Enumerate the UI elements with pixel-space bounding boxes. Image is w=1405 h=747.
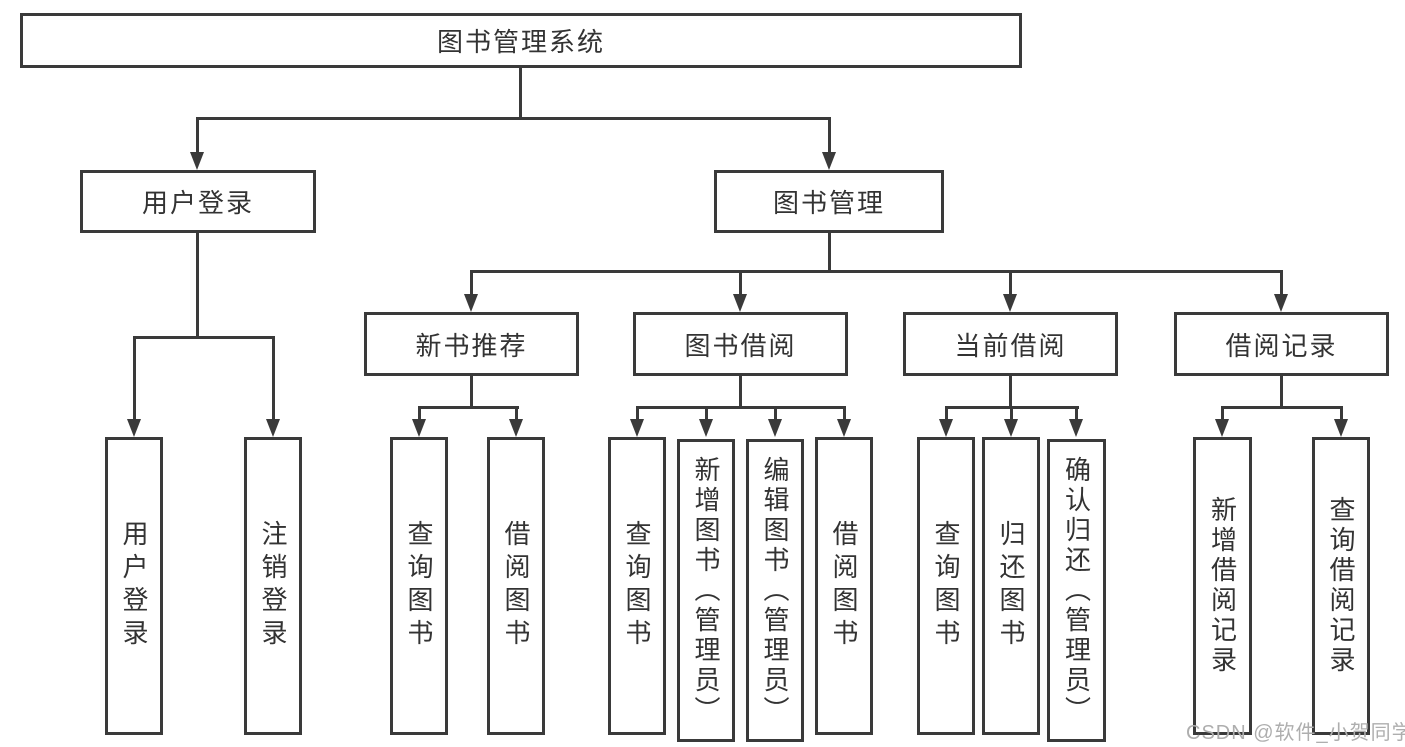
- leaf-return-books: 归还图书: [982, 437, 1040, 735]
- node-book-borrow: 图书借阅: [633, 312, 848, 376]
- connector: [515, 407, 518, 419]
- connector: [774, 407, 777, 419]
- leaf-borrow-books-2: 借阅图书: [815, 437, 873, 735]
- connector: [739, 271, 742, 294]
- connector: [272, 337, 275, 419]
- arrow-down-icon: [1004, 419, 1018, 437]
- node-label: 归还图书: [996, 520, 1026, 652]
- connector: [1280, 271, 1283, 294]
- arrow-down-icon: [939, 419, 953, 437]
- leaf-user-login: 用户登录: [105, 437, 163, 735]
- connector: [1010, 407, 1013, 419]
- connector: [1009, 376, 1012, 407]
- connector: [133, 337, 136, 419]
- node-label: 图书管理系统: [436, 27, 605, 57]
- node-label: 借阅记录: [1225, 330, 1338, 361]
- csdn-watermark: CSDN @软件_小贺同学: [1186, 722, 1405, 744]
- leaf-add-borrow-record: 新增借阅记录: [1193, 437, 1252, 735]
- node-current-borrow: 当前借阅: [903, 312, 1118, 376]
- connector: [1221, 407, 1224, 419]
- connector: [1280, 376, 1283, 407]
- node-borrow-records: 借阅记录: [1174, 312, 1389, 376]
- connector: [133, 336, 275, 339]
- connector: [636, 407, 639, 419]
- arrow-down-icon: [733, 294, 747, 312]
- node-label: 查询图书: [404, 520, 434, 652]
- connector: [843, 407, 846, 419]
- arrow-down-icon: [1334, 419, 1348, 437]
- leaf-borrow-books-1: 借阅图书: [487, 437, 545, 735]
- arrow-down-icon: [412, 419, 426, 437]
- node-label: 用户登录: [141, 188, 254, 218]
- arrow-down-icon: [699, 419, 713, 437]
- connector: [470, 270, 1283, 273]
- arrow-down-icon: [127, 419, 141, 437]
- arrow-down-icon: [1274, 294, 1288, 312]
- connector: [519, 68, 522, 118]
- arrow-down-icon: [1069, 419, 1083, 437]
- leaf-logout: 注销登录: [244, 437, 302, 735]
- connector: [196, 233, 199, 337]
- connector: [739, 376, 742, 407]
- arrow-down-icon: [266, 419, 280, 437]
- leaf-query-books-3: 查询图书: [917, 437, 975, 735]
- connector: [828, 233, 831, 271]
- leaf-query-books-1: 查询图书: [390, 437, 448, 735]
- node-label: 图书管理: [772, 188, 885, 218]
- arrow-down-icon: [768, 419, 782, 437]
- node-label: 新书推荐: [415, 330, 528, 361]
- node-label: 用户登录: [119, 520, 149, 652]
- arrow-down-icon: [822, 152, 836, 170]
- arrow-down-icon: [509, 419, 523, 437]
- node-label: 当前借阅: [954, 330, 1067, 361]
- leaf-confirm-return-admin: 确认归还（管理员）: [1047, 439, 1106, 742]
- connector: [1340, 407, 1343, 419]
- connector: [1009, 271, 1012, 294]
- arrow-down-icon: [464, 294, 478, 312]
- leaf-query-borrow-record: 查询借阅记录: [1312, 437, 1370, 735]
- leaf-edit-books-admin: 编辑图书（管理员）: [746, 439, 804, 742]
- arrow-down-icon: [630, 419, 644, 437]
- connector: [470, 376, 473, 407]
- arrow-down-icon: [1215, 419, 1229, 437]
- node-label: 编辑图书（管理员）: [760, 455, 790, 726]
- node-book-management: 图书管理: [714, 170, 944, 233]
- connector: [196, 117, 831, 120]
- node-user-login-branch: 用户登录: [80, 170, 316, 233]
- connector: [418, 407, 421, 419]
- connector: [636, 406, 846, 409]
- connector: [1075, 407, 1078, 419]
- arrow-down-icon: [1003, 294, 1017, 312]
- node-label: 借阅图书: [829, 520, 859, 652]
- connector: [470, 271, 473, 294]
- node-label: 查询图书: [931, 520, 961, 652]
- connector: [418, 406, 519, 409]
- connector: [196, 118, 199, 152]
- node-label: 确认归还（管理员）: [1061, 455, 1092, 726]
- node-label: 新增借阅记录: [1207, 496, 1238, 676]
- arrow-down-icon: [190, 152, 204, 170]
- leaf-add-books-admin: 新增图书（管理员）: [677, 439, 735, 742]
- connector: [1221, 406, 1343, 409]
- connector: [945, 407, 948, 419]
- node-label: 注销登录: [258, 520, 288, 652]
- node-library-management-system: 图书管理系统: [20, 13, 1022, 68]
- node-label: 查询图书: [622, 520, 652, 652]
- leaf-query-books-2: 查询图书: [608, 437, 666, 735]
- node-label: 图书借阅: [684, 330, 797, 361]
- node-label: 新增图书（管理员）: [691, 455, 721, 726]
- arrow-down-icon: [837, 419, 851, 437]
- connector: [705, 407, 708, 419]
- node-new-book-recommend: 新书推荐: [364, 312, 579, 376]
- node-label: 查询借阅记录: [1326, 496, 1356, 676]
- node-label: 借阅图书: [501, 520, 531, 652]
- connector: [828, 118, 831, 152]
